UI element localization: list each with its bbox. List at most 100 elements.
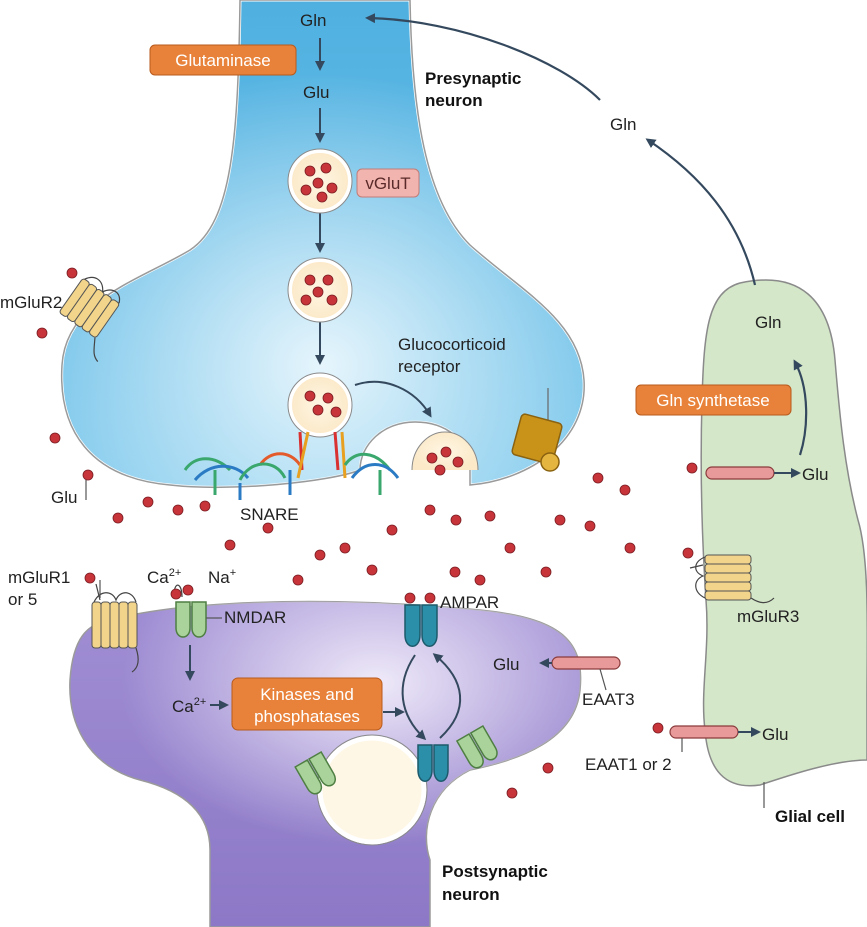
glutamate-dot — [474, 574, 486, 586]
kinases-label-2: phosphatases — [254, 707, 360, 726]
glucocorticoid-receptor-icon — [511, 388, 563, 472]
glutamate-dot — [304, 390, 316, 402]
glutamate-dot — [434, 464, 446, 476]
gln-top-label: Gln — [300, 11, 326, 30]
nmdar-label: NMDAR — [224, 608, 286, 627]
glutamate-dot — [504, 542, 516, 554]
glutamate-dot — [540, 566, 552, 578]
eaat1-or-2-label: EAAT1 or 2 — [585, 755, 672, 774]
gln-mid-label: Gln — [610, 115, 636, 134]
glutamate-dot — [300, 184, 312, 196]
mglur2-icon — [59, 276, 121, 362]
vglut-label: vGluT — [365, 174, 410, 193]
glutamate-dot — [484, 510, 496, 522]
glutamate-dot — [322, 274, 334, 286]
glutamate-dot — [554, 514, 566, 526]
glutamate-dot — [424, 504, 436, 516]
glutamate-dot — [652, 722, 664, 734]
glutamate-molecules — [36, 162, 698, 799]
glutamate-dot — [452, 456, 464, 468]
na-label: Na+ — [208, 567, 236, 587]
glutamate-dot — [142, 496, 154, 508]
glutamate-dot — [84, 572, 96, 584]
mglur1-label-1: mGluR1 — [8, 568, 70, 587]
glutamate-dot — [320, 162, 332, 174]
glutamate-dot — [262, 522, 274, 534]
glutamate-dot — [440, 446, 452, 458]
glutamate-dot — [366, 564, 378, 576]
kinases-box — [231, 677, 383, 731]
eaat3-transporter — [539, 656, 621, 691]
glutamate-dot — [292, 574, 304, 586]
glutamate-dot — [66, 267, 78, 279]
glutamate-dot — [170, 588, 182, 600]
glutamate-dot — [322, 392, 334, 404]
glu-glial-uptake-label: Glu — [802, 465, 828, 484]
postsynaptic-label-2: neuron — [442, 885, 500, 904]
glutamate-dot — [300, 294, 312, 306]
postsynaptic-label-1: Postsynaptic — [442, 862, 548, 881]
glutamate-dot — [426, 452, 438, 464]
mglur1-label-2: or 5 — [8, 590, 37, 609]
eaat3-label: EAAT3 — [582, 690, 635, 709]
ampar-trafficking-arrows — [383, 653, 462, 741]
ca-top-label: Ca2+ — [147, 567, 181, 587]
glutamate-dot — [584, 520, 596, 532]
ca-lower-label: Ca2+ — [172, 696, 206, 716]
ampar-endosome-icon — [417, 744, 449, 782]
postsynaptic-endosome — [316, 734, 428, 846]
glutamate-dot — [304, 274, 316, 286]
glutamate-dot — [326, 182, 338, 194]
glutamate-dot — [49, 432, 61, 444]
ampar-label: AMPAR — [440, 593, 499, 612]
glucocorticoid-label-1: Glucocorticoid — [398, 335, 506, 354]
glutamate-dot — [314, 549, 326, 561]
glutamate-dot — [424, 592, 436, 604]
mglur3-icon — [689, 554, 775, 604]
glutaminase-box — [149, 44, 297, 76]
glucocorticoid-label-2: receptor — [398, 357, 461, 376]
eaat1-or-2-transporter — [669, 725, 761, 752]
glutamate-dot — [36, 327, 48, 339]
glutamate-dot — [624, 542, 636, 554]
glutamate-dot — [592, 472, 604, 484]
glutamate-dot — [112, 512, 124, 524]
gln-synthetase-box — [635, 384, 792, 416]
gln-glial-label: Gln — [755, 313, 781, 332]
mglur1-or-5-icon — [91, 583, 139, 673]
gln-synthetase-label: Gln synthetase — [656, 391, 769, 410]
glutamate-dot — [542, 762, 554, 774]
glial-cell-label: Glial cell — [775, 807, 845, 826]
glutamate-dot — [312, 286, 324, 298]
glu-eaat1-label: Glu — [762, 725, 788, 744]
snare-complexes — [183, 431, 400, 500]
glutamate-dot — [224, 539, 236, 551]
presynaptic-pathway-arrows — [315, 38, 432, 418]
glutamine-recycling-arrows — [365, 13, 808, 456]
glutamate-dot — [182, 584, 194, 596]
glial-glu-transporter-top — [705, 466, 801, 480]
glutamate-dot — [82, 469, 94, 481]
glutamate-dot — [304, 165, 316, 177]
green-receptor-left-icon — [294, 750, 336, 795]
mglur3-label: mGluR3 — [737, 607, 799, 626]
glutamate-dot — [386, 524, 398, 536]
presynaptic-label-1: Presynaptic — [425, 69, 521, 88]
presynaptic-label-2: neuron — [425, 91, 483, 110]
vglut-box — [356, 168, 420, 198]
glutamate-dot — [326, 294, 338, 306]
glu-eaat3-label: Glu — [493, 655, 519, 674]
kinases-label-1: Kinases and — [260, 685, 354, 704]
glutamate-dot — [339, 542, 351, 554]
glutamate-dot — [172, 504, 184, 516]
glutamate-dot — [316, 191, 328, 203]
snare-label: SNARE — [240, 505, 299, 524]
green-receptor-right-icon — [455, 724, 498, 769]
glu-pre-label: Glu — [303, 83, 329, 102]
glutamate-dot — [449, 566, 461, 578]
glutamate-dot — [682, 547, 694, 559]
glu-cleft-label: Glu — [51, 488, 77, 507]
glutaminase-label: Glutaminase — [175, 51, 270, 70]
